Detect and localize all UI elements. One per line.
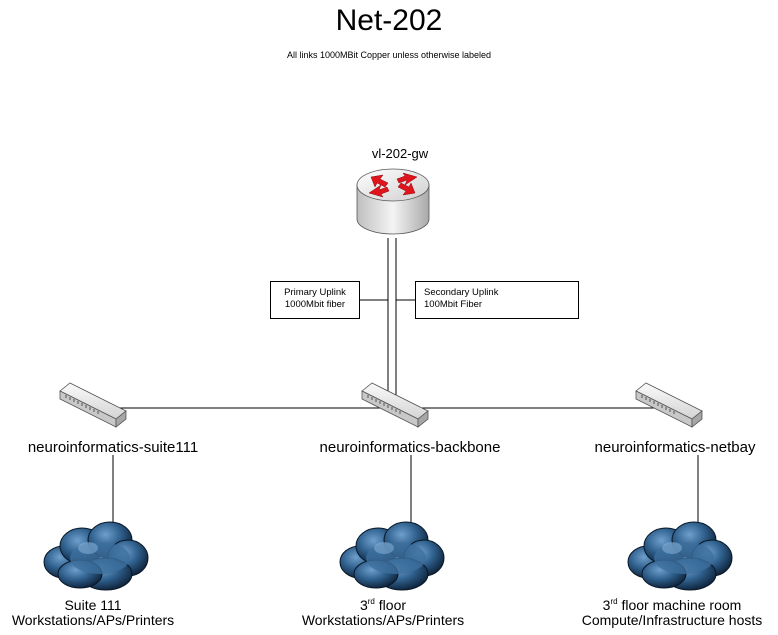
cloud-label-suite111-line2: Workstations/APs/Printers <box>11 612 175 628</box>
secondary-uplink-title: Secondary Uplink <box>424 287 499 298</box>
switch-label-suite111: neuroinformatics-suite111 <box>27 439 199 456</box>
switch-icon-netbay[interactable] <box>635 382 703 428</box>
switch-label-netbay: neuroinformatics-netbay <box>594 439 756 456</box>
cloud-label-3rd-floor-line1: 3rd floor <box>359 597 407 613</box>
diagram-title: Net-202 <box>335 4 443 37</box>
router-label: vl-202-gw <box>371 146 429 161</box>
primary-uplink-box: Primary Uplink 1000Mbit fiber <box>270 281 360 319</box>
cloud-label-3rd-floor-line2: Workstations/APs/Printers <box>301 612 465 628</box>
switch-icon-backbone[interactable] <box>361 382 429 428</box>
router-icon[interactable] <box>356 168 430 235</box>
switch-icon-suite111[interactable] <box>59 382 127 428</box>
cloud-label-3rd-floor: 3rd floor Workstations/APs/Printers <box>283 598 483 628</box>
cloud-label-machine-room-line2: Compute/Infrastructure hosts <box>581 612 763 628</box>
switch-label-backbone: neuroinformatics-backbone <box>319 439 501 456</box>
cloud-icon-3rd-floor[interactable] <box>339 521 445 591</box>
secondary-uplink-box: Secondary Uplink 100Mbit Fiber <box>415 281 579 319</box>
cloud-label-suite111: Suite 111 Workstations/APs/Printers <box>0 598 186 628</box>
cloud-icon-suite111[interactable] <box>43 521 149 591</box>
diagram-subtitle: All links 1000MBit Copper unless otherwi… <box>286 50 492 60</box>
cloud-icon-machine-room[interactable] <box>627 521 733 591</box>
primary-uplink-title: Primary Uplink <box>284 287 346 298</box>
cloud-label-machine-room: 3rd floor machine room Compute/Infrastru… <box>566 598 778 628</box>
cloud-label-machine-room-line1: 3rd floor machine room <box>602 597 742 613</box>
primary-uplink-speed: 1000Mbit fiber <box>284 299 346 310</box>
cloud-label-suite111-line1: Suite 111 <box>64 597 122 613</box>
secondary-uplink-speed: 100Mbit Fiber <box>424 299 483 310</box>
